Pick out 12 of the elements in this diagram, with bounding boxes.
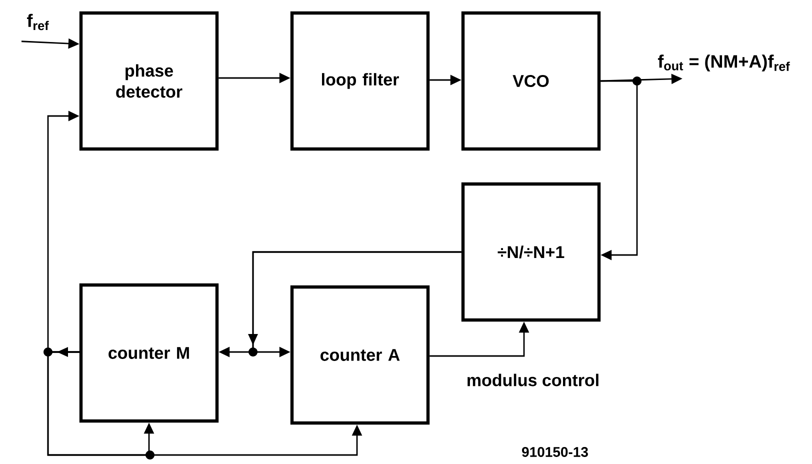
signal-label: f$_{ref}$: [27, 14, 49, 30]
process-box: loop filter: [290, 11, 430, 151]
process-box: ÷N/÷N+1: [461, 182, 601, 322]
signal-label: f$_{out}$ = (NM+A)f$_{ref}$: [658, 54, 790, 72]
process-box: counter M: [79, 283, 219, 423]
arrow: [600, 80, 638, 260]
arrow: [47, 110, 80, 357]
figure-number: 910150-13: [522, 447, 588, 457]
process-box: counter A: [290, 285, 430, 425]
process-box: VCO: [461, 11, 601, 151]
edge-label: modulus control: [465, 372, 601, 388]
process-box: phase detector: [79, 11, 219, 151]
